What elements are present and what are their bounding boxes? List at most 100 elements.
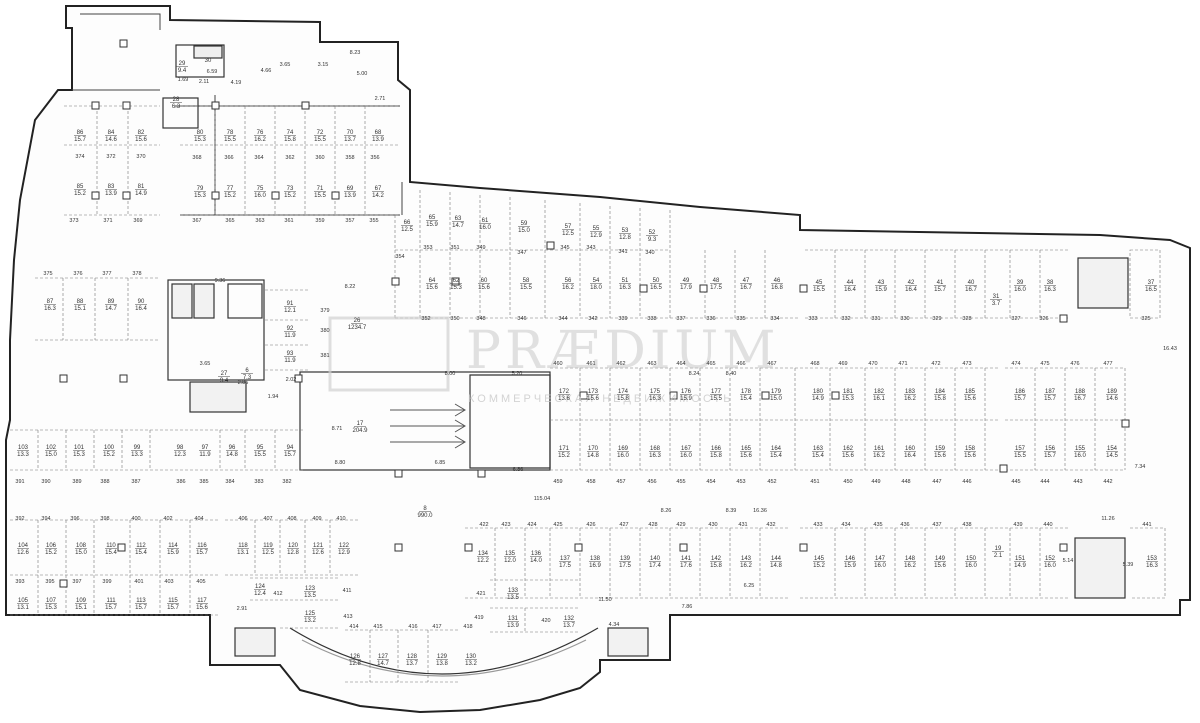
space-number: 161 <box>874 446 885 452</box>
plan-label: 449 <box>871 479 880 485</box>
plan-label: 342 <box>588 316 597 322</box>
space-area: 15.9 <box>875 287 887 293</box>
space-area: 15.8 <box>710 563 722 569</box>
space-number: 31 <box>993 294 1000 300</box>
space-number: 184 <box>935 389 946 395</box>
plan-label: 393 <box>15 579 24 585</box>
space-area: 15.5 <box>1014 453 1026 459</box>
space-area: 16.7 <box>965 287 977 293</box>
plan-label: 337 <box>676 316 685 322</box>
space-number: 151 <box>1015 556 1026 562</box>
plan-label: 444 <box>1040 479 1049 485</box>
plan-label: 1.94 <box>268 394 279 400</box>
space-number: 64 <box>429 278 436 284</box>
plan-label: 4.66 <box>261 68 272 74</box>
space-area: 16.0 <box>874 563 886 569</box>
space-number: 121 <box>313 543 324 549</box>
space-area: 16.3 <box>1146 563 1158 569</box>
space-number: 129 <box>437 654 448 660</box>
space-area: 16.4 <box>905 287 917 293</box>
plan-label: 369 <box>133 218 142 224</box>
space-area: 9.4 <box>220 378 229 384</box>
space-area: 15.7 <box>196 550 208 556</box>
space-number: 85 <box>77 184 84 190</box>
plan-label: 433 <box>813 522 822 528</box>
space-number: 138 <box>590 556 601 562</box>
space-number: 45 <box>816 280 823 286</box>
space-number: 152 <box>1045 556 1056 562</box>
space-area: 15.7 <box>284 452 296 458</box>
space-number: 176 <box>681 389 692 395</box>
plan-label: 8.26 <box>661 508 672 514</box>
plan-label: 446 <box>962 479 971 485</box>
plan-label: 350 <box>450 316 459 322</box>
space-area: 15.7 <box>167 605 179 611</box>
space-number: 28 <box>173 97 180 103</box>
space-number: 188 <box>1075 389 1086 395</box>
space-number: 46 <box>774 278 781 284</box>
space-number: 49 <box>683 278 690 284</box>
plan-label: 374 <box>75 154 84 160</box>
space-number: 47 <box>743 278 750 284</box>
space-number: 164 <box>771 446 782 452</box>
space-number: 82 <box>138 130 145 136</box>
space-area: 16.0 <box>680 453 692 459</box>
space-number: 175 <box>650 389 661 395</box>
plan-label: 458 <box>586 479 595 485</box>
plan-label: 424 <box>527 522 536 528</box>
space-number: 51 <box>622 278 629 284</box>
plan-label: 376 <box>73 271 82 277</box>
space-area: 14.7 <box>377 661 389 667</box>
plan-label: 8.39 <box>726 508 737 514</box>
space-area: 13.9 <box>507 623 519 629</box>
space-number: 155 <box>1075 446 1086 452</box>
space-area: 16.4 <box>844 287 856 293</box>
space-area: 11.9 <box>284 333 296 339</box>
space-number: 50 <box>653 278 660 284</box>
space-area: 15.2 <box>284 193 296 199</box>
space-area: 13.7 <box>563 623 575 629</box>
space-number: 109 <box>76 598 87 604</box>
plan-label: 435 <box>873 522 882 528</box>
space-number: 63 <box>455 216 462 222</box>
plan-label: 346 <box>517 316 526 322</box>
plan-label: 463 <box>647 361 656 367</box>
space-number: 178 <box>741 389 752 395</box>
space-number: 44 <box>847 280 854 286</box>
plan-label: 8.40 <box>726 371 737 377</box>
space-area: 15.4 <box>135 550 147 556</box>
space-area: 15.5 <box>813 287 825 293</box>
space-number: 150 <box>966 556 977 562</box>
plan-label: 455 <box>676 479 685 485</box>
plan-label: 8.22 <box>345 284 356 290</box>
space-number: 114 <box>168 543 178 549</box>
plan-label: 392 <box>15 516 24 522</box>
space-number: 103 <box>18 445 29 451</box>
plan-label: 8.23 <box>350 50 361 56</box>
space-area: 9.4 <box>178 68 187 74</box>
plan-label: 389 <box>72 479 81 485</box>
space-area: 15.2 <box>45 550 57 556</box>
